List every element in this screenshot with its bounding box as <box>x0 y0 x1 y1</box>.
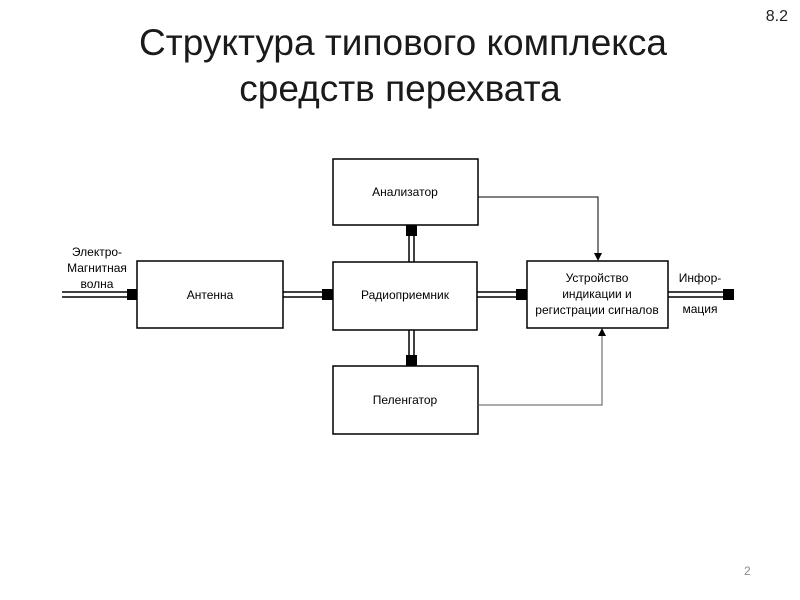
slide-title-line-2: средств перехвата <box>239 68 561 109</box>
receiver-label: Радиоприемник <box>361 288 450 302</box>
receiver-block <box>332 261 478 331</box>
display-device-label-3: регистрации сигналов <box>535 303 658 317</box>
receiver-to-display-arrow <box>477 289 527 300</box>
page-number: 2 <box>744 564 751 578</box>
output-label-2: мация <box>683 302 718 316</box>
display-device-block <box>526 260 669 329</box>
antenna-block <box>136 260 284 329</box>
antenna-to-receiver-arrow <box>283 289 333 300</box>
input-label-2: Магнитная <box>67 261 127 275</box>
direction-finder-label: Пеленгатор <box>373 393 438 407</box>
slide-title-line-1: Структура типового комплекса <box>139 22 667 63</box>
input-label-1: Электро- <box>72 245 122 259</box>
slide-number: 8.2 <box>765 8 788 25</box>
input-label-3: волна <box>81 277 114 291</box>
display-to-output-arrow <box>668 289 734 300</box>
display-device-label-2: индикации и <box>562 287 632 301</box>
direction-finder-to-display-connector <box>478 328 606 406</box>
analyzer-label: Анализатор <box>372 185 438 199</box>
antenna-label: Антенна <box>187 288 234 302</box>
receiver-to-analyzer-arrow <box>406 225 417 262</box>
output-label-1: Инфор- <box>679 271 721 285</box>
display-device-label-1: Устройство <box>566 271 629 285</box>
direction-finder-block <box>332 365 479 435</box>
analyzer-to-display-connector <box>478 196 602 261</box>
input-wave-arrow <box>62 289 137 300</box>
receiver-to-direction-finder-arrow <box>406 330 417 366</box>
slide-title: Структура типового комплекса средств пер… <box>0 20 800 112</box>
analyzer-block <box>332 158 479 226</box>
